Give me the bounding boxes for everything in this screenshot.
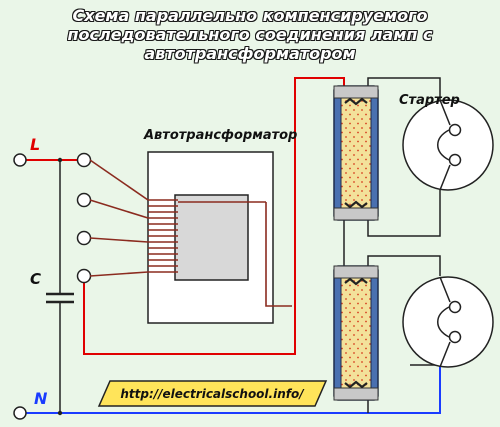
autotransformer [89, 151, 292, 324]
neutral-label: N [34, 389, 48, 408]
terminals [13, 152, 92, 420]
title-line-3: автотрансформатором [144, 44, 356, 63]
terminal-neutral [13, 406, 27, 420]
capacitor-label: C [30, 270, 41, 288]
autotransformer-label: Автотрансформатор [143, 128, 297, 143]
phase-label: L [30, 135, 40, 154]
starter-1 [402, 99, 494, 191]
capacitor-branch [46, 157, 74, 416]
transformer-core-window [174, 194, 249, 281]
transformer-winding [148, 199, 178, 273]
title-line-2: последовательного соединения ламп с [67, 25, 433, 44]
tap-terminal-3 [76, 230, 92, 246]
url-text: http://electricalschool.info/ [120, 387, 305, 401]
neutral-wire [20, 365, 441, 414]
url-badge: http://electricalschool.info/ [97, 380, 328, 407]
live-wire [20, 77, 345, 355]
diagram-title: Схема параллельно компенсируемого послед… [0, 6, 500, 63]
starter-2 [402, 276, 494, 368]
tap-terminal-2 [76, 192, 92, 208]
fluorescent-lamp-2 [333, 265, 379, 401]
fluorescent-lamp-1 [333, 85, 379, 221]
tap-terminal-4 [76, 268, 92, 284]
starter-label: Стартер [399, 93, 460, 108]
tap-terminal-1 [76, 152, 92, 168]
title-line-1: Схема параллельно компенсируемого [72, 6, 428, 25]
tap-wires [89, 159, 292, 307]
terminal-phase [13, 153, 27, 167]
